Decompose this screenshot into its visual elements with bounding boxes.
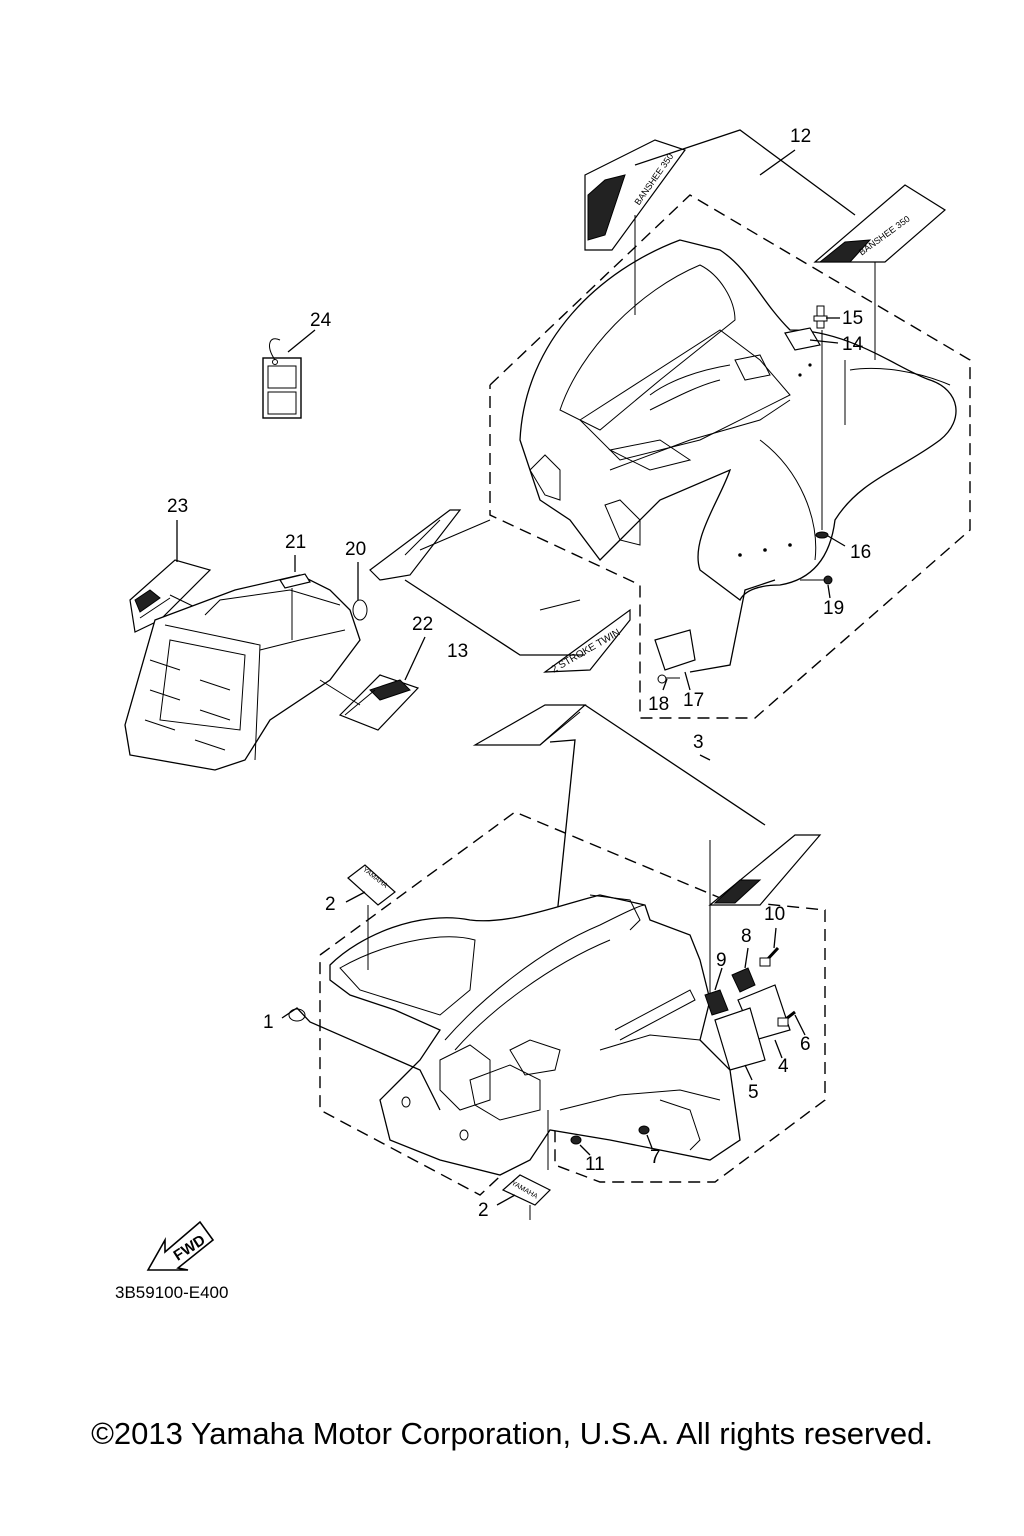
front-fender-group: YAMAHA YAMAHA bbox=[281, 704, 826, 1220]
callout-2-top: 2 bbox=[325, 894, 336, 915]
plate-17 bbox=[654, 629, 696, 671]
flap-decal-22 bbox=[338, 674, 420, 731]
callout-20: 20 bbox=[345, 539, 366, 560]
callout-6: 6 bbox=[800, 1034, 811, 1055]
front-fender bbox=[329, 894, 741, 1176]
nut-11 bbox=[570, 1135, 582, 1145]
flap-group bbox=[124, 329, 426, 771]
bolt-6 bbox=[777, 1010, 796, 1027]
callout-14: 14 bbox=[842, 334, 864, 355]
banshee-decal-right: BANSHEE 350 bbox=[813, 184, 947, 263]
rear-fender-group-outline bbox=[489, 194, 971, 719]
cap-1 bbox=[288, 1008, 306, 1022]
reflector-plate bbox=[784, 327, 821, 351]
copyright-notice: ©2013 Yamaha Motor Corporation, U.S.A. A… bbox=[91, 1416, 933, 1451]
callout-22: 22 bbox=[412, 614, 433, 635]
callout-8: 8 bbox=[741, 926, 752, 947]
callout-5: 5 bbox=[748, 1082, 759, 1103]
nut-19 bbox=[823, 575, 833, 585]
bolt-10 bbox=[759, 946, 780, 967]
callout-4: 4 bbox=[778, 1056, 789, 1077]
callout-18: 18 bbox=[648, 694, 669, 715]
callout-2-bottom: 2 bbox=[478, 1200, 489, 1221]
rivet-15 bbox=[813, 305, 828, 329]
callout-21: 21 bbox=[285, 532, 306, 553]
callout-1: 1 bbox=[263, 1012, 274, 1033]
grommet-16 bbox=[815, 531, 829, 539]
callout-19: 19 bbox=[823, 598, 844, 619]
plate-21 bbox=[279, 573, 311, 589]
rear-fender bbox=[519, 239, 957, 601]
callout-3: 3 bbox=[693, 732, 704, 753]
front-fender-decal-right bbox=[708, 834, 822, 906]
callout-11: 11 bbox=[585, 1154, 605, 1175]
seal-20 bbox=[352, 599, 368, 621]
rear-fender-group: BANSHEE 350 BANSHEE 350 2 STROKE TWIN bbox=[369, 129, 971, 719]
nut-7 bbox=[638, 1125, 650, 1135]
callout-15: 15 bbox=[842, 308, 863, 329]
fwd-arrow: FWD bbox=[146, 1220, 215, 1271]
callout-9: 9 bbox=[716, 950, 727, 971]
callout-7: 7 bbox=[650, 1147, 661, 1168]
gasket-5 bbox=[714, 1007, 766, 1071]
plate-9 bbox=[704, 989, 729, 1016]
plate-8 bbox=[731, 967, 756, 993]
callout-10: 10 bbox=[764, 904, 785, 925]
callout-numbers: 1 2 2 3 4 5 6 7 8 9 10 11 12 13 14 15 16… bbox=[167, 126, 871, 1221]
front-fender-group-outline bbox=[319, 811, 826, 1196]
flap-decal-23 bbox=[129, 559, 212, 633]
callout-23: 23 bbox=[167, 496, 188, 517]
yamaha-emblem-top: YAMAHA bbox=[347, 864, 396, 906]
callout-24: 24 bbox=[310, 310, 332, 331]
callout-16: 16 bbox=[850, 542, 871, 563]
screw-18 bbox=[657, 674, 667, 684]
front-fender-decal-left bbox=[472, 704, 587, 746]
two-stroke-decal-left bbox=[369, 509, 462, 581]
callout-13: 13 bbox=[447, 641, 468, 662]
two-stroke-decal-right: 2 STROKE TWIN bbox=[543, 608, 631, 676]
callout-17: 17 bbox=[683, 690, 704, 711]
fwd-arrow-icon bbox=[146, 1220, 215, 1271]
yamaha-emblem-bottom: YAMAHA bbox=[501, 1174, 552, 1206]
drawing-code: 3B59100-E400 bbox=[115, 1283, 228, 1302]
warning-tag bbox=[262, 338, 302, 419]
callout-12: 12 bbox=[790, 126, 811, 147]
